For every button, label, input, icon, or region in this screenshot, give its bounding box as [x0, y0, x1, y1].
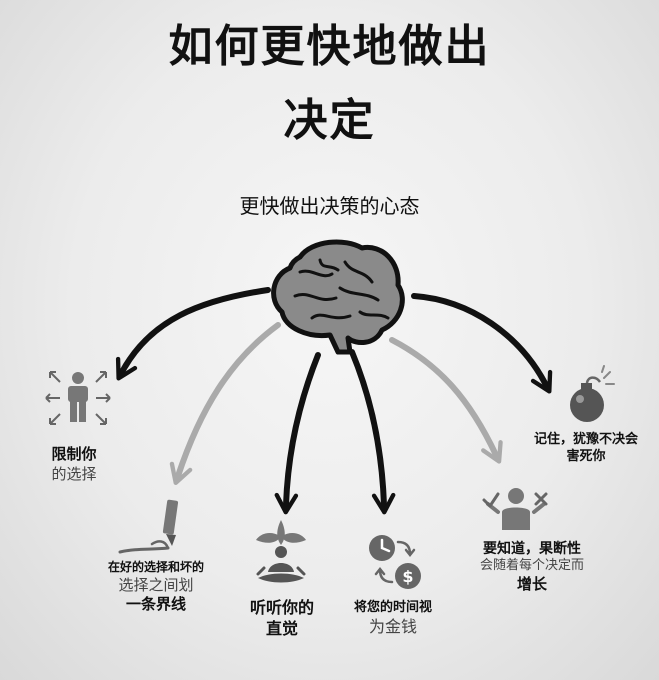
- item-line: 为金钱: [368, 616, 417, 636]
- bomb-icon: [570, 365, 615, 422]
- item-line: 选择之间划: [118, 575, 194, 594]
- item-trust-intuition: 听听你的 直觉: [232, 598, 332, 640]
- item-draw-line: 在好的选择和坏的 选择之间划 一条界线: [86, 560, 226, 615]
- page-title-line2: 决定: [283, 95, 376, 146]
- brain-icon: [271, 239, 405, 355]
- arrow-to-intuition: [274, 352, 321, 515]
- item-line: 的选择: [51, 464, 97, 483]
- person-arrows-icon: [45, 371, 111, 425]
- item-decisiveness: 要知道，果断性 会随着每个决定而 增长: [458, 540, 606, 595]
- svg-text:$: $: [402, 567, 413, 586]
- item-line: 会随着每个决定而: [479, 558, 584, 574]
- diagram-subtitle: 更快做出决策的心态: [239, 194, 420, 218]
- item-hesitation: 记住，犹豫不决会 害死你: [520, 432, 652, 466]
- item-time-money: 将您的时间视 为金钱: [338, 600, 448, 638]
- item-line: 直觉: [265, 618, 298, 638]
- arrow-to-hesitation: [411, 293, 553, 394]
- arrow-to-draw-line: [169, 322, 281, 485]
- item-line: 增长: [516, 575, 547, 594]
- time-money-icon: $: [369, 535, 421, 589]
- arrow-to-decisiveness: [389, 337, 503, 464]
- pen-line-icon: [118, 499, 179, 554]
- item-line: 在好的选择和坏的: [107, 560, 204, 574]
- item-line: 害死你: [566, 448, 606, 464]
- meditation-icon: [256, 520, 306, 583]
- item-line: 一条界线: [125, 595, 186, 614]
- item-line: 记住，犹豫不决会: [533, 432, 638, 447]
- item-line: 听听你的: [249, 598, 314, 617]
- arrow-to-limit-choices: [115, 287, 271, 381]
- arrow-to-time-money: [349, 349, 396, 515]
- page-title-line1: 如何更快地做出: [168, 21, 491, 72]
- item-line: 要知道，果断性: [483, 541, 581, 557]
- item-line: 限制你: [51, 445, 97, 463]
- item-line: 将您的时间视: [353, 600, 432, 615]
- item-limit-choices: 限制你 的选择: [28, 445, 120, 484]
- person-check-cross-icon: [482, 488, 548, 530]
